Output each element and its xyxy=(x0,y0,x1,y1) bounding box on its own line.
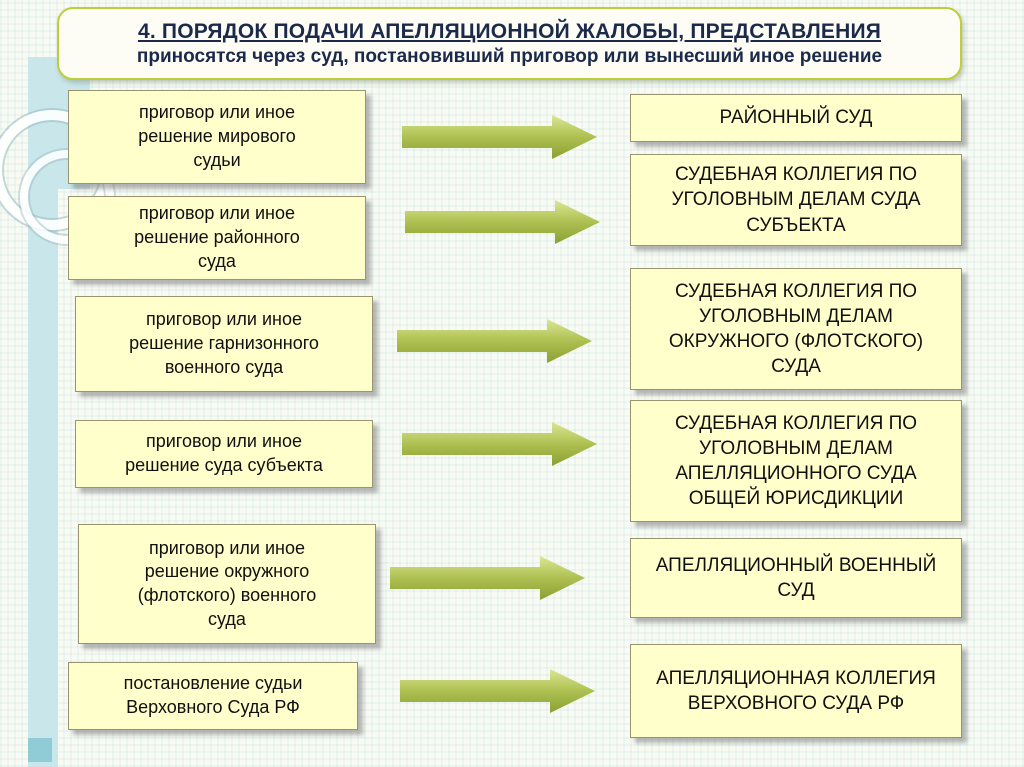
slide-subtitle: приносятся через суд, постановивший приг… xyxy=(136,45,883,67)
flow-arrow-icon xyxy=(402,422,597,466)
right-box-4: СУДЕБНАЯ КОЛЛЕГИЯ ПО УГОЛОВНЫМ ДЕЛАМ АПЕ… xyxy=(630,400,962,522)
flow-arrow-icon xyxy=(402,115,597,159)
right-box-1: РАЙОННЫЙ СУД xyxy=(630,94,962,142)
slide-title: 4. ПОРЯДОК ПОДАЧИ АПЕЛЛЯЦИОННОЙ ЖАЛОБЫ, … xyxy=(137,19,882,43)
right-box-2: СУДЕБНАЯ КОЛЛЕГИЯ ПО УГОЛОВНЫМ ДЕЛАМ СУД… xyxy=(630,154,962,246)
right-box-3: СУДЕБНАЯ КОЛЛЕГИЯ ПО УГОЛОВНЫМ ДЕЛАМ ОКР… xyxy=(630,268,962,390)
left-box-6: постановление судьи Верховного Суда РФ xyxy=(68,662,358,730)
flow-arrow-icon xyxy=(400,669,595,713)
left-box-2: приговор или иное решение районного суда xyxy=(68,196,366,280)
corner-square-decoration xyxy=(28,738,52,762)
right-box-6: АПЕЛЛЯЦИОННАЯ КОЛЛЕГИЯ ВЕРХОВНОГО СУДА Р… xyxy=(630,644,962,738)
right-box-5: АПЕЛЛЯЦИОННЫЙ ВОЕННЫЙ СУД xyxy=(630,538,962,618)
left-box-4: приговор или иное решение суда субъекта xyxy=(75,420,373,488)
flow-arrow-icon xyxy=(390,556,585,600)
flow-arrow-icon xyxy=(405,200,600,244)
flow-arrow-icon xyxy=(397,319,592,363)
slide-title-box: 4. ПОРЯДОК ПОДАЧИ АПЕЛЛЯЦИОННОЙ ЖАЛОБЫ, … xyxy=(57,7,962,80)
left-box-3: приговор или иное решение гарнизонного в… xyxy=(75,296,373,392)
left-box-5: приговор или иное решение окружного (фло… xyxy=(78,524,376,644)
left-box-1: приговор или иное решение мирового судьи xyxy=(68,90,366,184)
